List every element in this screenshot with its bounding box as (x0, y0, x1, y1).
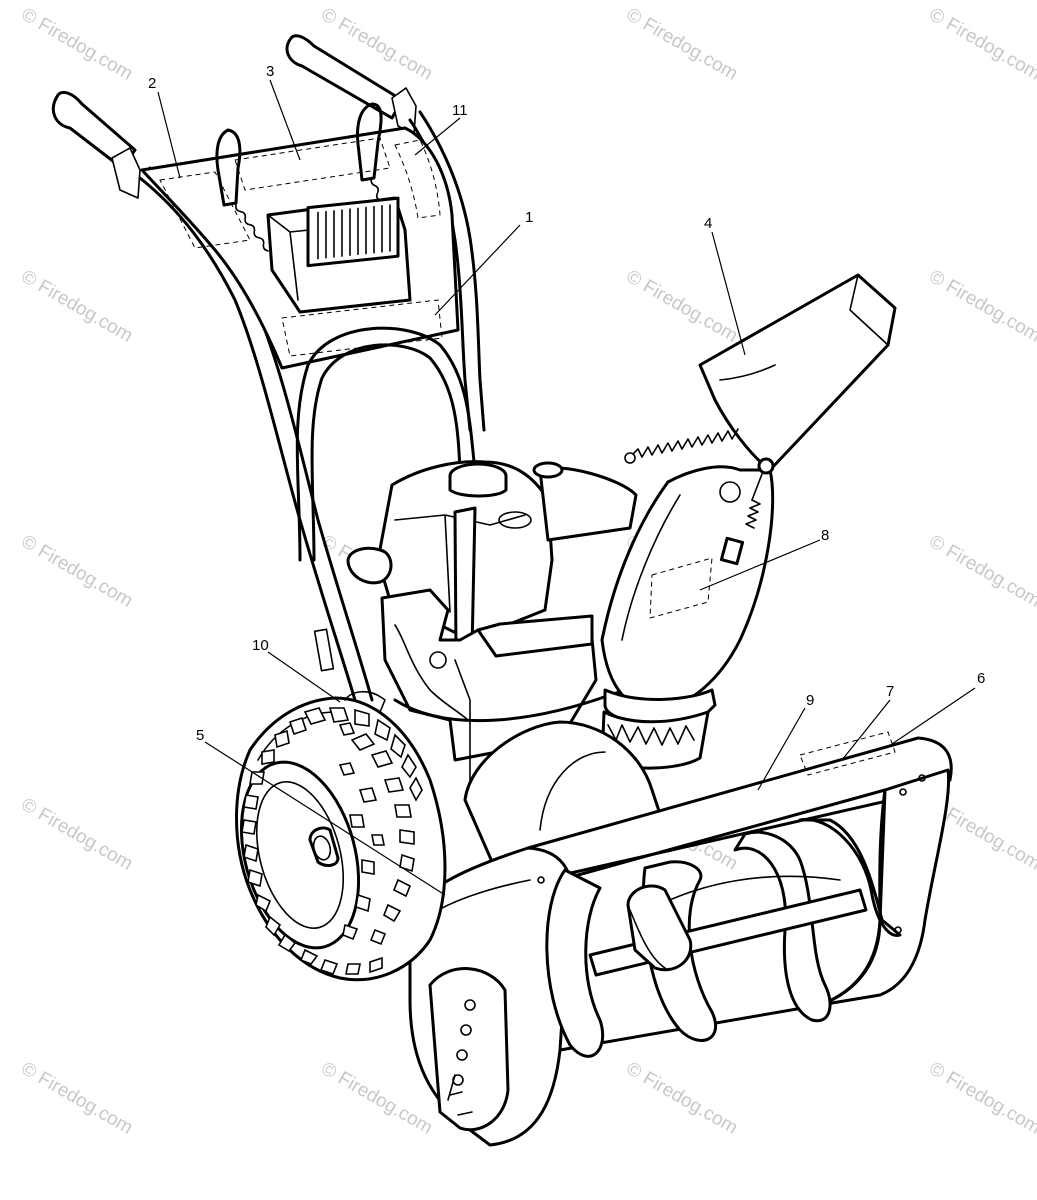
auger-housing (408, 720, 953, 1147)
wheel-assembly (235, 628, 447, 982)
discharge-chute (600, 273, 897, 770)
callout-6: 6 (977, 670, 985, 687)
decal-3 (234, 137, 391, 191)
callout-5: 5 (196, 727, 204, 744)
watermark-text: © Firedog.com (926, 266, 1037, 347)
decal-11 (394, 139, 441, 219)
callout-3: 3 (266, 63, 274, 80)
watermark-text: © Firedog.com (623, 266, 742, 347)
left-handle-clamp (111, 147, 141, 199)
watermark-text: © Firedog.com (623, 4, 742, 85)
callout-9: 9 (806, 692, 814, 709)
watermark-text: © Firedog.com (18, 4, 137, 85)
callout-1: 1 (525, 209, 533, 226)
watermark-text: © Firedog.com (18, 266, 137, 347)
skid-shoe (428, 967, 510, 1132)
callout-labels: 1 2 3 4 5 6 7 8 9 10 11 (148, 63, 985, 744)
callout-7: 7 (886, 683, 894, 700)
chute-deflector (698, 273, 897, 472)
watermark-text: © Firedog.com (926, 4, 1037, 85)
callout-10: 10 (252, 637, 269, 654)
chute-spring (631, 428, 739, 458)
watermark-text: © Firedog.com (18, 531, 137, 612)
headlight-lens (306, 196, 400, 268)
watermark-text: © Firedog.com (926, 1058, 1037, 1139)
watermark-text: © Firedog.com (623, 1058, 742, 1139)
primer-rod (453, 506, 477, 654)
headlight-grille (317, 204, 391, 260)
callout-2: 2 (148, 75, 156, 92)
decal-8 (649, 557, 713, 619)
decal-7 (799, 731, 896, 776)
left-control-lever (215, 128, 242, 207)
callout-8: 8 (821, 527, 829, 544)
callout-4: 4 (704, 215, 712, 232)
wheel-rim (239, 760, 361, 950)
watermark-text: © Firedog.com (18, 794, 137, 875)
callout-11: 11 (452, 102, 468, 119)
recoil-handle (346, 546, 393, 585)
auger-flights (545, 818, 902, 1058)
auger-gearbox (626, 884, 693, 972)
right-control-lever (356, 102, 383, 182)
watermark-text: © Firedog.com (926, 531, 1037, 612)
fuel-tank (538, 466, 638, 542)
leader-lines (157, 79, 976, 896)
tire-tread (241, 707, 423, 975)
decal-1 (281, 299, 443, 357)
handle-assembly (51, 34, 486, 702)
decal-2 (159, 171, 251, 249)
wheel-bracket (344, 690, 386, 713)
watermark-text: © Firedog.com (18, 1058, 137, 1139)
watermark-text: © Firedog.com (318, 1058, 437, 1139)
